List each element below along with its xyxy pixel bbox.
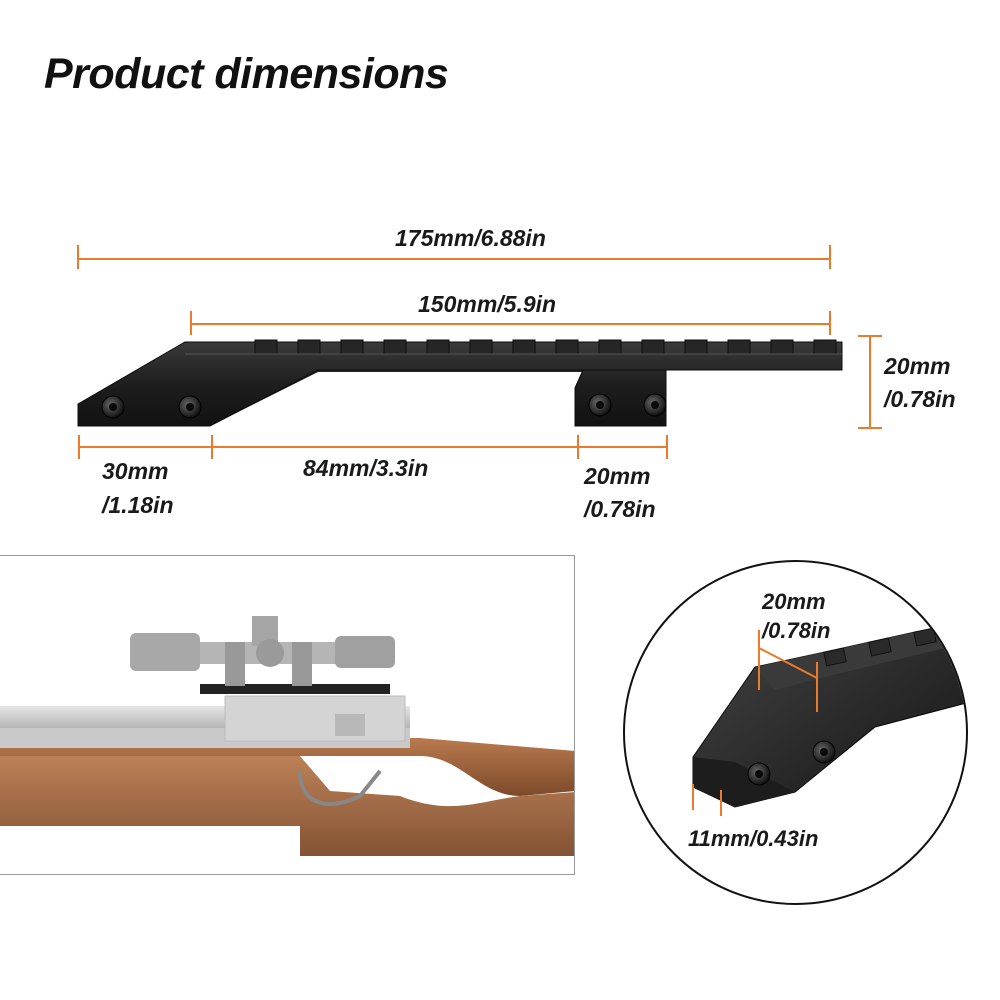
base-dimension-line <box>79 446 667 448</box>
base-tick-3 <box>577 435 579 459</box>
rifle-illustration <box>0 616 574 856</box>
rear-base-label-line1: 20mm <box>584 463 651 489</box>
riflescope-icon <box>130 616 395 686</box>
height-label-line2: /0.78in <box>884 386 956 412</box>
gap-label: 84mm/3.3in <box>303 455 429 481</box>
overall-length-line <box>78 258 830 260</box>
base-tick-1 <box>78 435 80 459</box>
front-base-label-line2: /1.18in <box>102 492 174 518</box>
hex-socket-screw-icon <box>178 395 202 419</box>
overall-length-tick-left <box>77 245 79 269</box>
detail-width-label-line2: /0.78in <box>762 618 831 643</box>
base-tick-2 <box>211 435 213 459</box>
height-tick-top <box>858 335 882 337</box>
rail-length-label: 150mm/5.9in <box>418 291 557 317</box>
overall-length-tick-right <box>829 245 831 269</box>
height-line <box>869 336 871 428</box>
detail-depth-label: 11mm/0.43in <box>688 826 819 851</box>
height-label-line1: 20mm <box>884 353 951 379</box>
rail-length-tick-left <box>190 311 192 335</box>
height-tick-bottom <box>858 427 882 429</box>
rifle-photo-panel <box>0 555 575 875</box>
rear-base-label-line2: /0.78in <box>584 496 656 522</box>
base-tick-4 <box>666 435 668 459</box>
rail-length-tick-right <box>829 311 831 335</box>
detail-width-label-line1: 20mm <box>762 589 826 614</box>
rail-length-line <box>191 323 830 325</box>
overall-length-label: 175mm/6.88in <box>395 225 546 251</box>
detail-zoom-circle <box>623 560 968 905</box>
hex-socket-screw-icon <box>643 393 667 417</box>
front-base-label-line1: 30mm <box>102 458 169 484</box>
page-title: Product dimensions <box>44 50 449 98</box>
hex-socket-screw-icon <box>101 395 125 419</box>
rail-detail-illustration <box>692 622 966 816</box>
hex-socket-screw-icon <box>588 393 612 417</box>
